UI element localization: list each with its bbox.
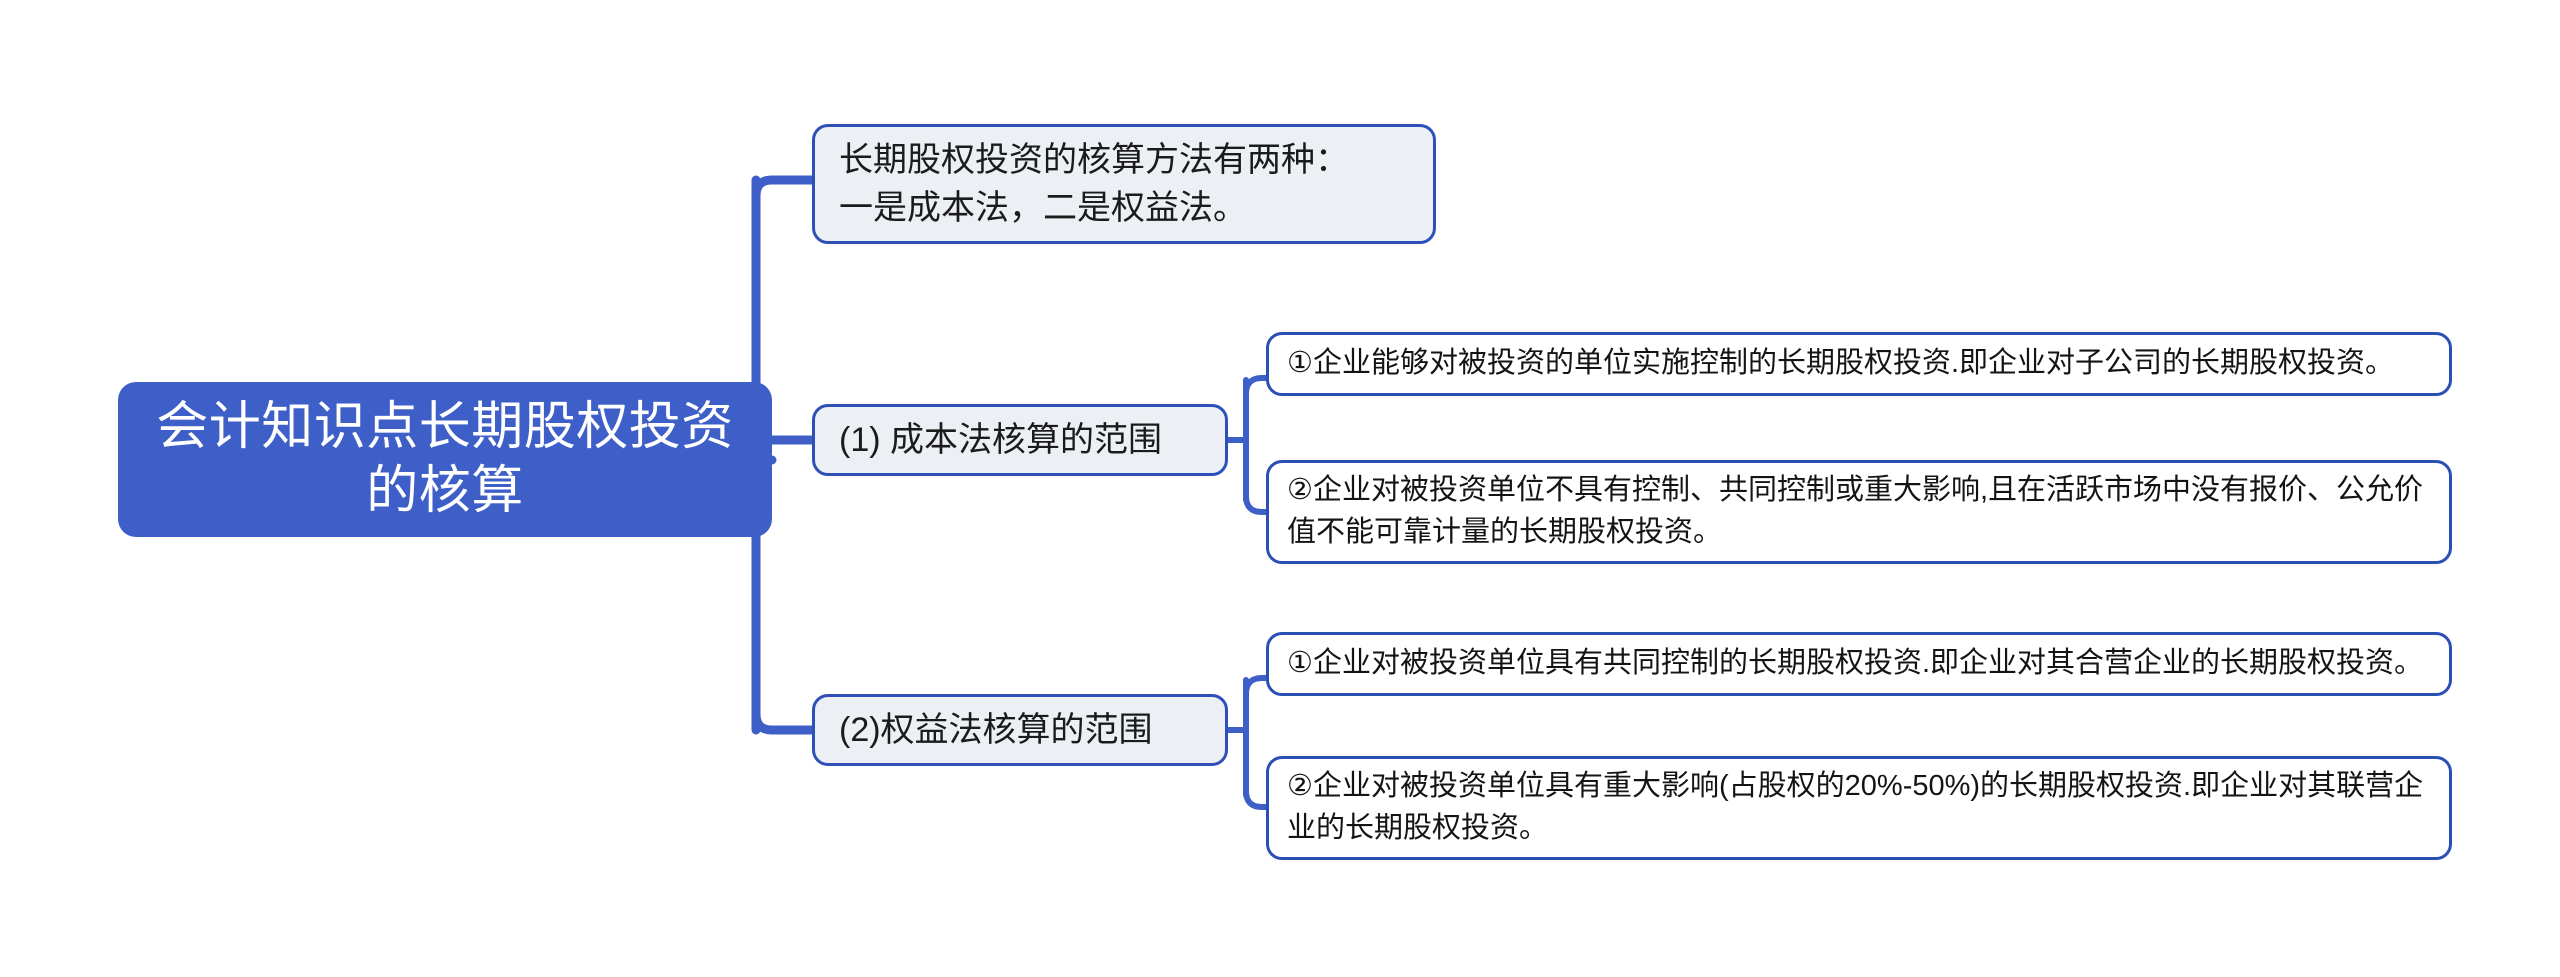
branch-node-intro[interactable]: 长期股权投资的核算方法有两种： 一是成本法，二是权益法。 [812,124,1436,244]
leaf-node-cost-1-label: ①企业能够对被投资的单位实施控制的长期股权投资.即企业对子公司的长期股权投资。 [1287,347,2395,380]
connector-equity-to-leaf-1 [1243,675,1269,697]
leaf-node-equity-1[interactable]: ①企业对被投资单位具有共同控制的长期股权投资.即企业对其合营企业的长期股权投资。 [1266,632,2452,696]
branch-node-cost-method-label: (1) 成本法核算的范围 [839,420,1162,459]
branch-node-equity-method-label: (2)权益法核算的范围 [839,710,1153,749]
connector-equity-to-leaf-2 [1243,788,1269,810]
branch-node-equity-method[interactable]: (2)权益法核算的范围 [812,694,1228,766]
branch-node-cost-method[interactable]: (1) 成本法核算的范围 [812,404,1228,476]
branch-node-intro-label: 长期股权投资的核算方法有两种： 一是成本法，二是权益法。 [839,140,1349,227]
leaf-node-cost-2-label: ②企业对被投资单位不具有控制、共同控制或重大影响,且在活跃市场中没有报价、公允价… [1287,474,2424,548]
root-node-label: 会计知识点长期股权投资 的核算 [156,398,734,520]
connector-cost-to-leaf-1 [1243,375,1269,397]
leaf-node-cost-2[interactable]: ②企业对被投资单位不具有控制、共同控制或重大影响,且在活跃市场中没有报价、公允价… [1266,460,2452,564]
leaf-node-equity-2[interactable]: ②企业对被投资单位具有重大影响(占股权的20%-50%)的长期股权投资.即企业对… [1266,756,2452,860]
leaf-node-equity-1-label: ①企业对被投资单位具有共同控制的长期股权投资.即企业对其合营企业的长期股权投资。 [1287,647,2424,680]
leaf-node-equity-2-label: ②企业对被投资单位具有重大影响(占股权的20%-50%)的长期股权投资.即企业对… [1287,770,2424,844]
root-node[interactable]: 会计知识点长期股权投资 的核算 [118,382,772,537]
connector-cost-to-leaf-2 [1243,493,1269,515]
connector-to-equity-method [751,709,817,735]
leaf-node-cost-1[interactable]: ①企业能够对被投资的单位实施控制的长期股权投资.即企业对子公司的长期股权投资。 [1266,332,2452,396]
connector-to-intro [751,175,817,201]
